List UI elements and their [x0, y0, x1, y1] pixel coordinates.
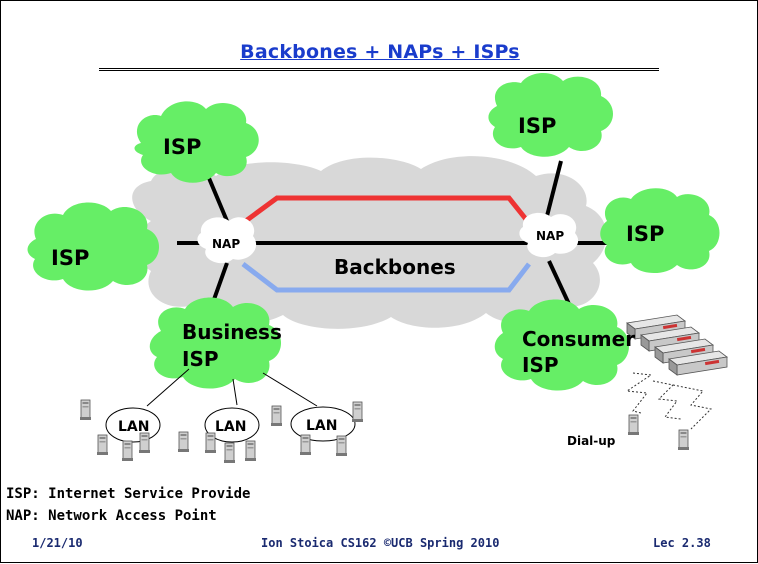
isp-label-right: ISP	[626, 222, 664, 246]
business-isp-label-line2: ISP	[182, 347, 219, 371]
consumer-isp-label-line2: ISP	[522, 353, 559, 377]
nap-label-left: NAP	[212, 237, 240, 251]
footer-lecture-number: Lec 2.38	[653, 536, 711, 550]
blue-backbone	[241, 262, 531, 293]
link-business-lan2	[232, 378, 238, 406]
host-computer-icon	[223, 442, 236, 464]
link-business-lan3	[262, 372, 318, 407]
host-computer-icon	[335, 435, 348, 457]
host-computer-icon	[177, 431, 190, 453]
isp-cloud-top-left	[134, 101, 259, 183]
slide-title: Backbones + NAPs + ISPs	[240, 41, 520, 63]
isp-label-top-right: ISP	[518, 114, 556, 138]
host-computer-icon	[204, 432, 217, 454]
footer-author: Ion Stoica CS162 ©UCB Spring 2010	[261, 536, 500, 550]
dialup-computer-icon	[677, 429, 690, 451]
isp-label-top-left: ISP	[163, 135, 201, 159]
business-isp-label-line1: Business	[182, 320, 282, 344]
isp-cloud-top-right	[488, 72, 613, 157]
isp-cloud-right	[600, 188, 720, 274]
business-isp-cloud	[149, 297, 281, 389]
dialup-line	[625, 372, 653, 414]
isp-label-left: ISP	[51, 246, 89, 270]
host-computer-icon	[270, 405, 283, 427]
red-backbone	[241, 195, 531, 226]
consumer-isp-cloud	[494, 299, 629, 391]
nap-right-node	[519, 212, 579, 258]
lan-label-1: LAN	[118, 419, 149, 435]
legend-isp-definition: ISP: Internet Service Provide	[6, 486, 251, 502]
footer-date: 1/21/10	[32, 536, 83, 550]
host-computer-icon	[79, 399, 92, 421]
nap-label-right: NAP	[536, 229, 564, 243]
nap-left-node	[197, 217, 257, 264]
host-computer-icon	[121, 440, 134, 462]
host-computer-icon	[138, 432, 151, 454]
host-computer-icon	[351, 401, 364, 423]
backbones-label: Backbones	[334, 255, 456, 279]
lan-label-2: LAN	[215, 419, 246, 435]
title-underline	[99, 68, 659, 71]
legend: ISP: Internet Service Provide NAP: Netwo…	[6, 483, 250, 527]
dialup-line	[672, 384, 713, 430]
lan-node-2	[204, 407, 260, 443]
dialup-line	[652, 380, 682, 420]
link-nap-right-isp-top	[545, 160, 563, 217]
consumer-isp-label-line1: Consumer	[522, 327, 635, 351]
lan-node-3	[290, 406, 356, 442]
link-business-lan1	[146, 368, 190, 407]
host-computer-icon	[244, 440, 257, 462]
isp-cloud-left	[27, 202, 159, 291]
host-computer-icon	[299, 434, 312, 456]
dialup-computer-icon	[627, 414, 640, 436]
legend-nap-definition: NAP: Network Access Point	[6, 508, 217, 524]
lan-label-3: LAN	[306, 418, 337, 434]
link-nap-left-isp-top	[204, 170, 229, 222]
host-computer-icon	[96, 434, 109, 456]
dialup-label: Dial-up	[567, 434, 616, 448]
